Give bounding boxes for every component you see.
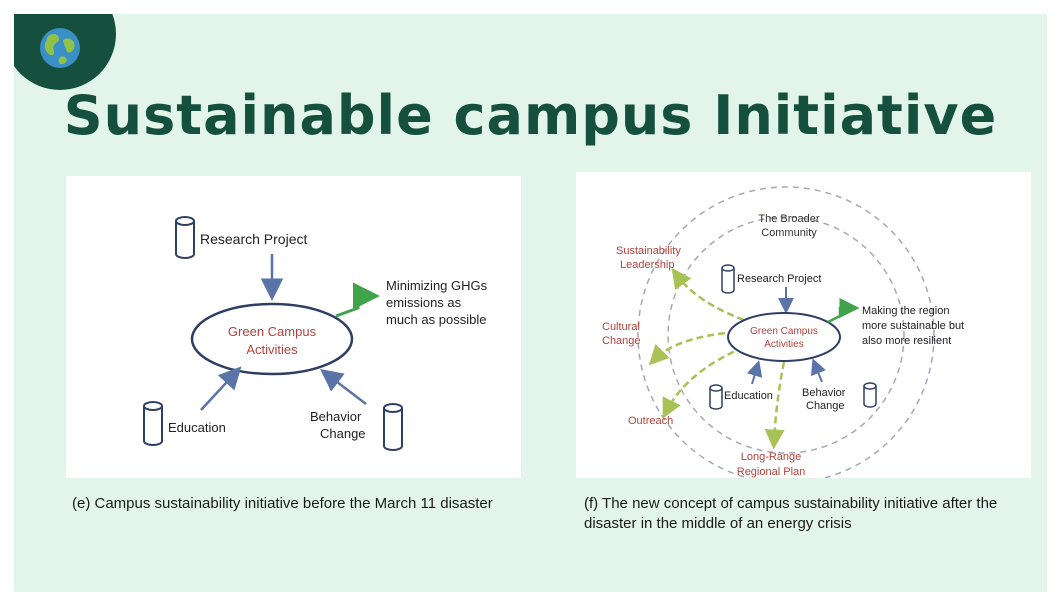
- behavior-cylinder-icon: [383, 403, 403, 451]
- broader-community-circle: [637, 186, 935, 478]
- education-arrow: [200, 366, 242, 411]
- cultural-change-label-2: Change: [602, 335, 641, 347]
- green-campus-label-1: Green Campus: [228, 324, 317, 339]
- education-arrow: [746, 360, 763, 385]
- goal-arrow: [335, 282, 380, 318]
- caption-after-disaster: (f) The new concept of campus sustainabi…: [584, 495, 998, 532]
- green-campus-ellipse: [190, 302, 354, 376]
- green-campus-label-2: Activities: [246, 342, 298, 357]
- green-campus-label-1: Green Campus: [750, 326, 818, 337]
- education-cylinder-icon: [709, 384, 723, 410]
- diagram-before-disaster: Research Project Green Campus Activities…: [66, 176, 521, 478]
- behavior-arrow: [811, 358, 826, 383]
- education-label: Education: [168, 420, 226, 435]
- cultural-change-arrow: [648, 330, 737, 366]
- long-range-label-1: Long-Range: [741, 451, 802, 463]
- education-label: Education: [724, 390, 773, 402]
- goal-label-3: much as possible: [386, 312, 486, 327]
- globe-icon: [40, 28, 80, 68]
- leadership-label-1: Sustainability: [616, 245, 681, 257]
- goal-arrow: [827, 298, 860, 324]
- slide: Sustainable campus Initiative Research P…: [14, 14, 1047, 592]
- cultural-change-label-1: Cultural: [602, 321, 640, 333]
- green-campus-ellipse: [727, 312, 841, 362]
- goal-label-2: emissions as: [386, 295, 462, 310]
- long-range-arrow: [764, 361, 786, 450]
- education-cylinder-icon: [143, 401, 163, 446]
- broader-community-label-2: Community: [761, 227, 817, 239]
- outreach-label: Outreach: [628, 415, 673, 427]
- broader-community-label-1: The Broader: [758, 213, 819, 225]
- slide-title: Sustainable campus Initiative: [63, 84, 998, 147]
- leadership-label-2: Leadership: [620, 259, 674, 271]
- outreach-arrow: [662, 345, 745, 419]
- research-project-label: Research Project: [200, 231, 307, 247]
- behavior-label-2: Change: [320, 426, 366, 441]
- long-range-label-2: Regional Plan: [737, 466, 806, 478]
- behavior-cylinder-icon: [863, 382, 877, 408]
- green-campus-label-2: Activities: [764, 339, 803, 350]
- research-cylinder-icon: [175, 216, 195, 259]
- leadership-arrow: [671, 267, 745, 322]
- behavior-label-1: Behavior: [802, 387, 846, 399]
- goal-label-3: also more resilient: [862, 335, 951, 347]
- goal-label-1: Minimizing GHGs: [386, 278, 488, 293]
- diagram-after-disaster: The Broader Community Sustainability Lea…: [576, 172, 1031, 478]
- campus-circle: [667, 216, 905, 454]
- goal-label-1: Making the region: [862, 305, 949, 317]
- goal-label-2: more sustainable but: [862, 320, 964, 332]
- caption-before-disaster: (e) Campus sustainability initiative bef…: [72, 495, 493, 512]
- behavior-arrow: [320, 368, 367, 405]
- behavior-label-1: Behavior: [310, 409, 362, 424]
- behavior-label-2: Change: [806, 400, 845, 412]
- research-project-label: Research Project: [737, 273, 821, 285]
- research-cylinder-icon: [721, 264, 735, 294]
